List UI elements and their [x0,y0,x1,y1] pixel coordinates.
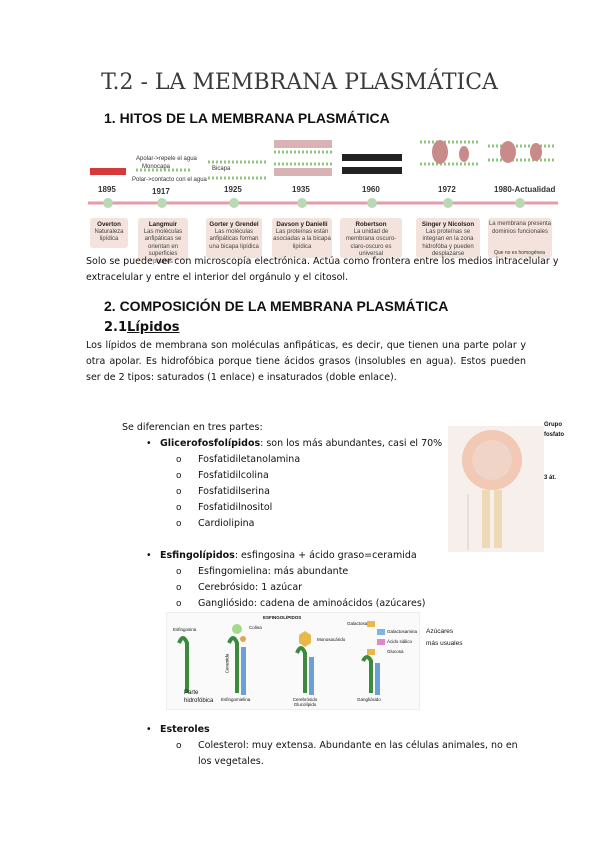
esteroles-item: Esteroles [146,722,526,738]
label-colina: Colina [249,625,262,630]
label-galactosa: Galactosa [347,621,368,626]
esfingolipid-figure: ESFINGOLÍPIDOS Esfingosina Colina Cerami… [166,612,420,710]
year-1917: 1917 [152,187,170,196]
note-apolar: Apolar->repele el agua [136,156,197,162]
year-1925: 1925 [224,185,242,194]
glicero-sub-item: Cardiolipina [176,516,446,532]
label-monosacarido: Monosacárido [317,637,346,642]
hitos-paragraph: Solo se puede ver con microscopía electr… [86,256,559,283]
timeline-graphic [88,140,558,208]
subsection-number: 2.1 [104,320,128,335]
label-gangliosido: Gangliósido [357,697,381,702]
label-mas-usuales: más usuales [426,640,463,647]
davson-drawing [274,140,332,176]
page-title: T.2 - LA MEMBRANA PLASMÁTICA [101,70,498,95]
dominios-drawing [488,141,554,163]
esfingo-sub-item: Esfingomielina: más abundante [176,564,466,580]
lipidos-paragraph: Los lípidos de membrana son moléculas an… [86,340,526,383]
note-bicapa: Bicapa [212,166,231,172]
label-esfingomielina: Esfingomielina [221,697,251,702]
singer-drawing [420,140,480,166]
glicero-block: Glicerofosfolípidos: son los más abundan… [146,436,446,532]
phospholipid-figure [448,426,544,552]
label-acido-sialico: Ácido siálico [387,639,413,644]
year-1935: 1935 [292,185,310,194]
year-1895: 1895 [98,185,116,194]
esfingo-sub-item: Gangliósido: cadena de aminoácidos (azúc… [176,596,466,612]
timeline-figure: Apolar->repele el agua Monocapa Polar->c… [88,128,558,265]
label-esfingolipidos: ESFINGOLÍPIDOS [263,615,302,620]
phospholipid-drawing [462,430,522,550]
note-polar: Polar->contacto con el agua [132,177,207,183]
partes-intro: Se diferencian en tres partes: [122,422,263,433]
label-cerebrosido: Cerebrósido Glucolípido [292,697,318,707]
label-galactosamina: Galactosamina [387,629,418,634]
note-no-homogenea: Que no es homogénea [494,250,545,256]
subsection-title: Lípidos [127,320,180,335]
esfingo-sub-item: Cerebrósido: 1 azúcar [176,580,466,596]
glicero-sub-item: Fosfatidilserina [176,484,446,500]
year-1960: 1960 [362,185,380,194]
section-heading-composicion: 2. COMPOSICIÓN DE LA MEMBRANA PLASMÁTICA [104,298,449,314]
year-1972: 1972 [438,185,456,194]
year-1980: 1980-Actualidad [494,185,556,194]
subsection-lipidos: 2.1Lípidos [104,320,180,335]
label-glucosa: Glucosa [387,649,404,654]
label-3at: 3 át. [544,475,557,481]
esteroles-sub-item: Colesterol: muy extensa. Abundante en la… [176,738,526,770]
event-dominios: La membrana presenta dominios funcionale… [488,218,552,258]
bicapa-drawing [208,160,266,180]
esfingolipid-drawing [177,621,385,695]
label-hidrofobica: hidrofóbica [184,698,214,704]
esfingo-item: Esfingolípidos: esfingosina + ácido gras… [146,548,466,564]
note-monocapa: Monocapa [142,164,171,170]
esteroles-block: Esteroles Colesterol: muy extensa. Abund… [146,722,526,770]
glicero-sub-item: Fosfatidiletanolamina [176,452,446,468]
section-heading-hitos: 1. HITOS DE LA MEMBRANA PLASMÁTICA [104,110,390,126]
glicero-sub-item: Fosfatidilcolina [176,468,446,484]
label-grupo: Grupo [544,422,562,428]
robertson-drawing [342,154,402,174]
overton-bar [90,168,126,175]
label-fosfato: fosfato [544,432,564,438]
glicero-item: Glicerofosfolípidos: son los más abundan… [146,436,446,452]
label-parte: Parte [184,690,199,696]
label-ceramida: Ceramida [224,653,230,674]
glicero-sub-item: Fosfatidilnositol [176,500,446,516]
label-esfingosina: Esfingosina [173,627,197,632]
esfingo-block: Esfingolípidos: esfingosina + ácido gras… [146,548,466,612]
label-azucares: Azúcares [426,628,454,635]
